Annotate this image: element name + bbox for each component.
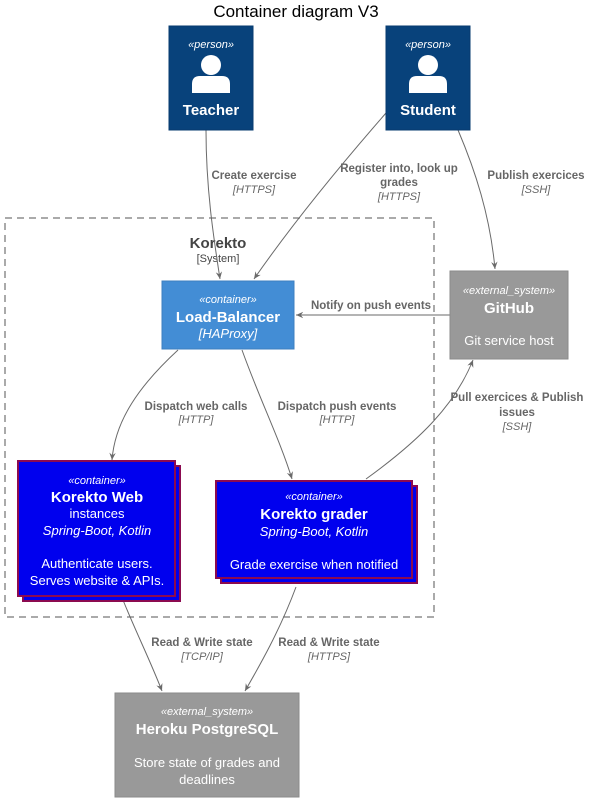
edge-label-github-lb: Notify on push events	[311, 300, 431, 312]
heroku-box	[114, 692, 300, 798]
web-name: Korekto Web	[51, 489, 143, 506]
grader-box	[215, 480, 413, 579]
edge-label-lb-web: Dispatch web calls	[145, 401, 248, 413]
github-desc: Git service host	[464, 333, 554, 348]
edge-label-grader-github-1: Pull exercices & Publish	[451, 392, 584, 404]
edge-tech-student-lb: [HTTPS]	[377, 191, 421, 203]
web-subname: instances	[70, 506, 125, 521]
edge-tech-grader-heroku: [HTTPS]	[307, 651, 351, 663]
person-teacher[interactable]: «person» Teacher	[168, 25, 254, 131]
diagram-title: Container diagram V3	[213, 2, 378, 21]
edge-tech-grader-github: [SSH]	[502, 421, 533, 433]
edge-label-grader-heroku: Read & Write state	[278, 637, 379, 649]
grader-tech: Spring-Boot, Kotlin	[260, 524, 368, 539]
external-heroku-postgresql[interactable]: «external_system» Heroku PostgreSQL Stor…	[114, 692, 300, 798]
edge-teacher-lb	[205, 129, 223, 280]
edge-label-student-github: Publish exercices	[487, 170, 584, 182]
lb-name: Load-Balancer	[176, 309, 280, 326]
teacher-name: Teacher	[183, 102, 240, 119]
grader-name: Korekto grader	[260, 506, 368, 523]
boundary-type: [System]	[197, 253, 240, 265]
github-box	[449, 270, 569, 360]
heroku-desc-2: deadlines	[179, 772, 235, 787]
github-stereotype: «external_system»	[463, 285, 555, 297]
container-korekto-grader[interactable]: «container» Korekto grader Spring-Boot, …	[215, 480, 418, 584]
web-box	[17, 460, 176, 597]
heroku-stereotype: «external_system»	[161, 706, 253, 718]
student-stereotype: «person»	[405, 39, 451, 51]
lb-stereotype: «container»	[199, 294, 257, 306]
edge-label-web-heroku: Read & Write state	[151, 637, 252, 649]
web-desc-2: Serves website & APIs.	[30, 573, 164, 588]
person-student[interactable]: «person» Student	[385, 25, 471, 131]
edge-lb-grader	[241, 349, 293, 480]
edge-label-teacher-lb: Create exercise	[211, 170, 296, 182]
edge-labels: Create exercise [HTTPS] Register into, l…	[145, 163, 585, 663]
boundary-name: Korekto	[190, 235, 247, 252]
web-stereotype: «container»	[68, 475, 126, 487]
teacher-stereotype: «person»	[188, 39, 234, 51]
edge-grader-github	[365, 359, 474, 480]
web-tech: Spring-Boot, Kotlin	[43, 523, 151, 538]
github-name: GitHub	[484, 300, 534, 317]
edge-grader-heroku	[244, 586, 297, 692]
load-balancer-box	[161, 280, 295, 350]
heroku-name: Heroku PostgreSQL	[136, 721, 279, 738]
student-name: Student	[400, 102, 456, 119]
system-boundary	[4, 217, 435, 618]
edge-label-student-lb-2: grades	[380, 177, 418, 189]
external-github[interactable]: «external_system» GitHub Git service hos…	[449, 270, 569, 360]
edge-tech-web-heroku: [TCP/IP]	[180, 651, 224, 663]
edge-tech-lb-grader: [HTTP]	[319, 414, 356, 426]
container-load-balancer[interactable]: «container» Load-Balancer [HAProxy]	[161, 280, 295, 350]
edge-label-grader-github-2: issues	[499, 407, 535, 419]
edge-tech-teacher-lb: [HTTPS]	[232, 184, 276, 196]
heroku-desc-1: Store state of grades and	[134, 755, 280, 770]
edge-label-lb-grader: Dispatch push events	[278, 401, 397, 413]
lb-tech: [HAProxy]	[198, 326, 258, 341]
edge-label-student-lb-1: Register into, look up	[340, 163, 458, 175]
container-korekto-web[interactable]: «container» Korekto Web instances Spring…	[17, 460, 181, 602]
edge-tech-lb-web: [HTTP]	[178, 414, 215, 426]
edge-student-lb	[253, 112, 387, 280]
edge-student-github	[457, 129, 498, 270]
edges	[109, 112, 498, 692]
edge-lb-web	[109, 349, 179, 461]
web-desc-1: Authenticate users.	[41, 556, 152, 571]
grader-stereotype: «container»	[285, 491, 343, 503]
edge-web-heroku	[122, 599, 163, 692]
edge-tech-student-github: [SSH]	[521, 184, 552, 196]
student-box	[385, 25, 471, 131]
grader-desc: Grade exercise when notified	[230, 557, 398, 572]
